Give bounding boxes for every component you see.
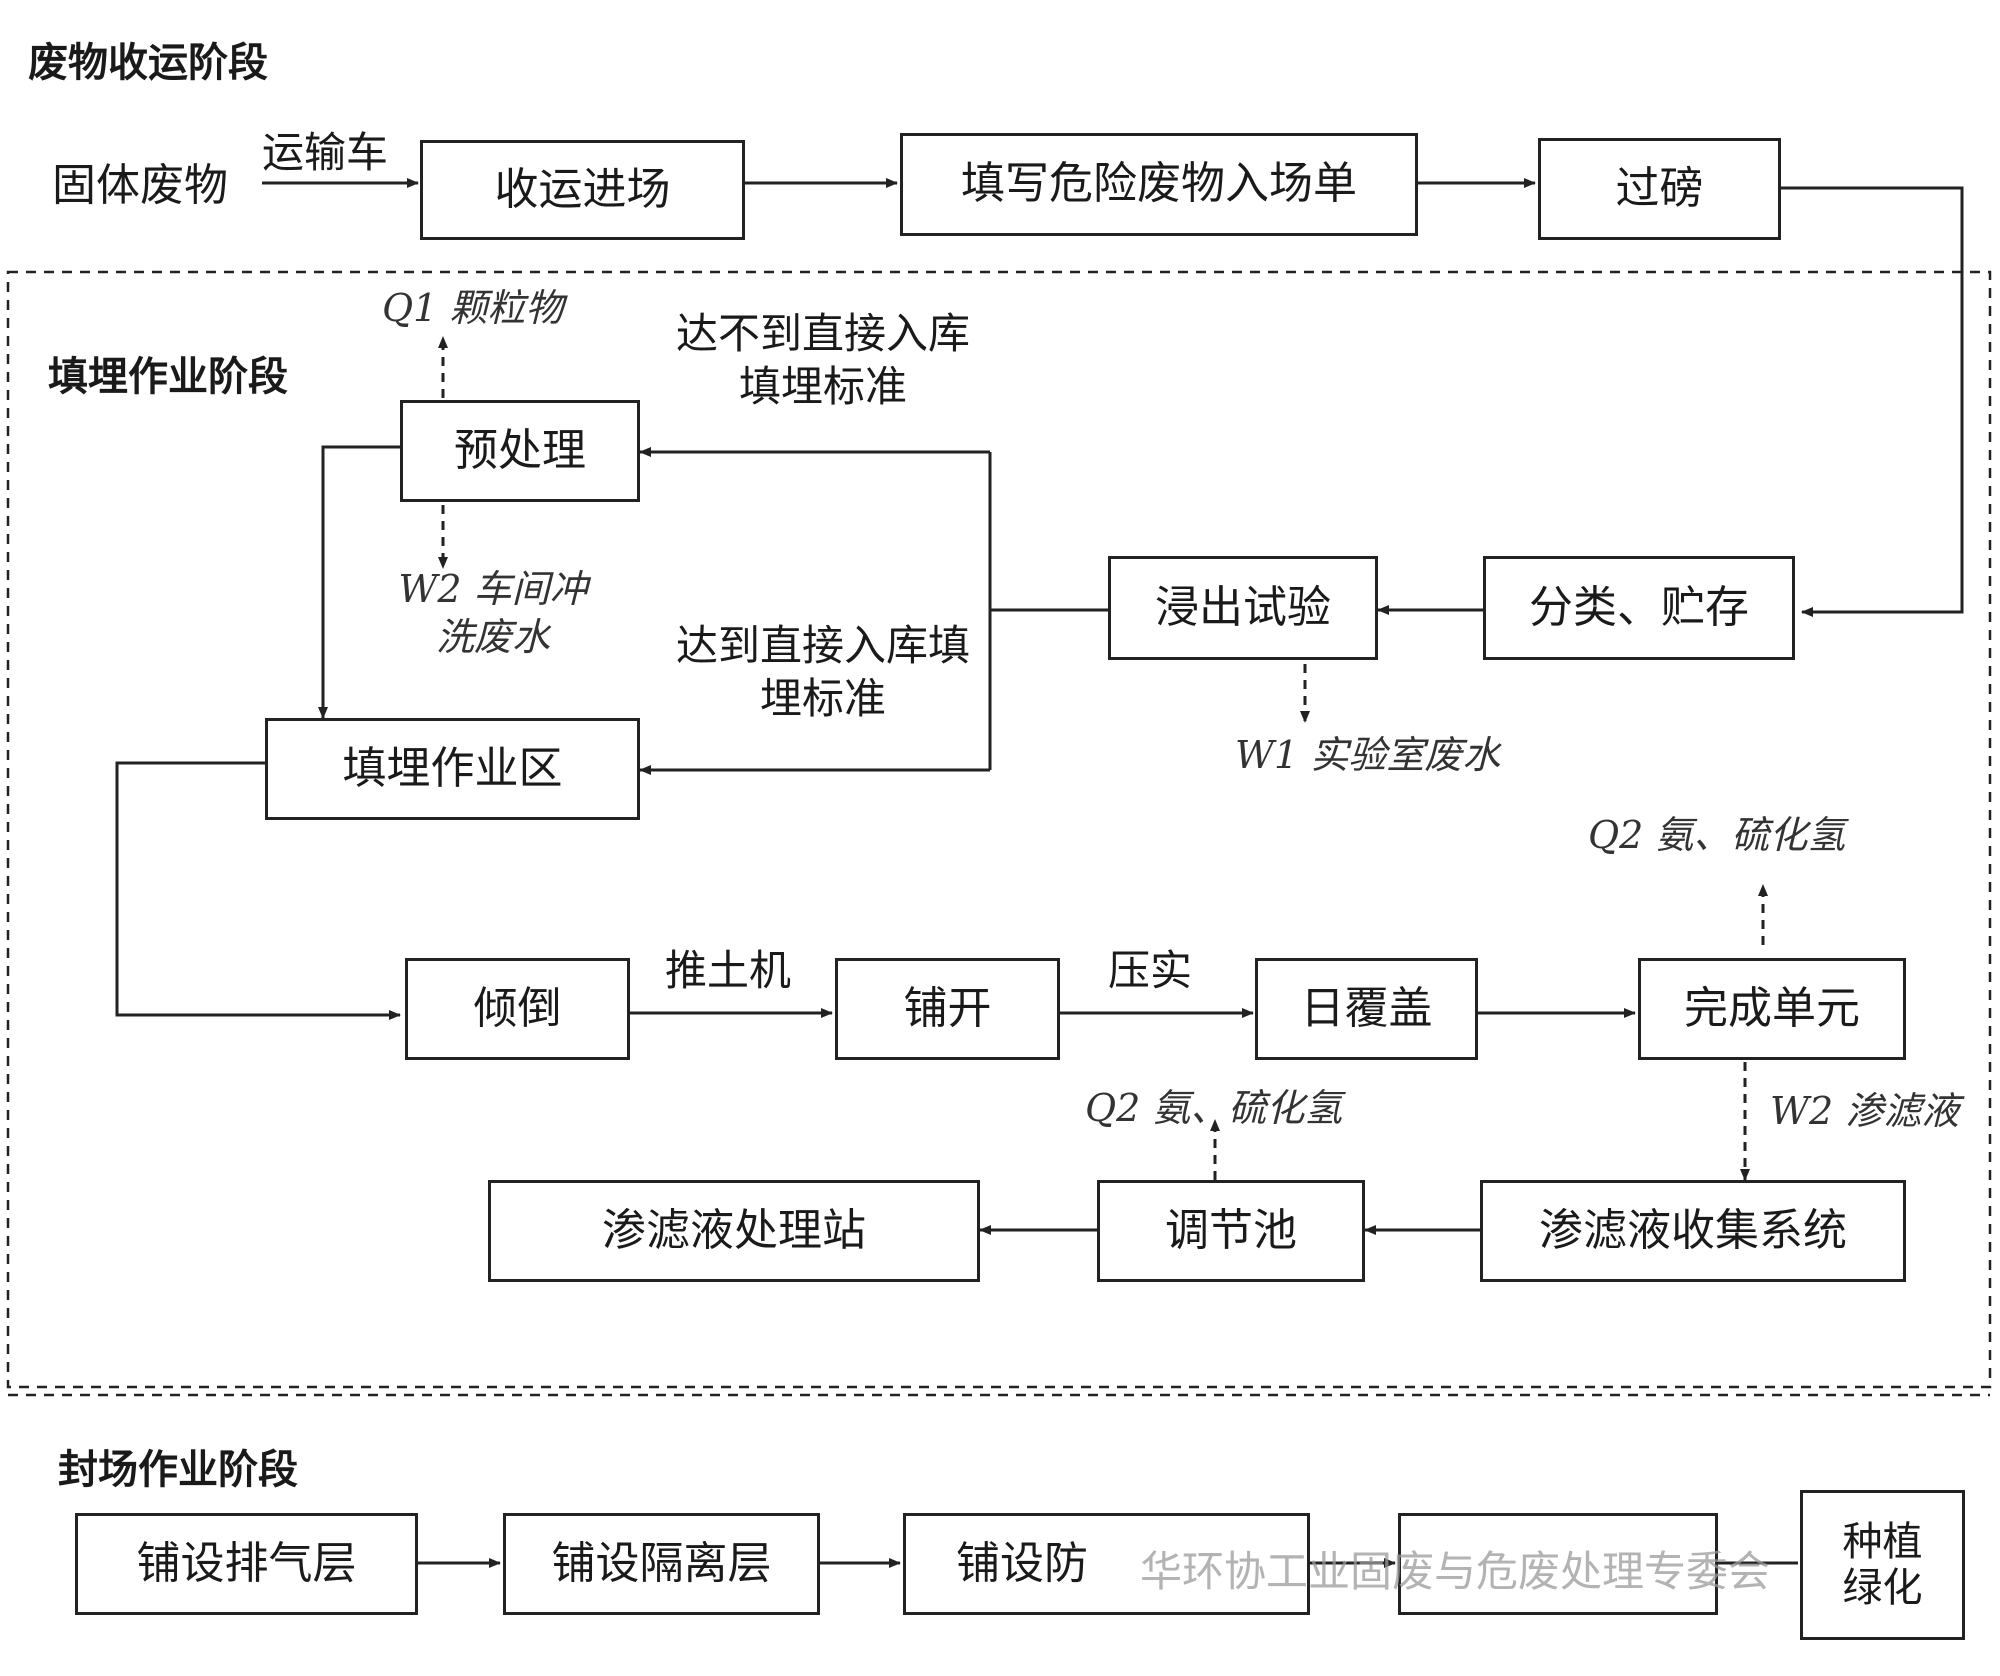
node-closure-hidden — [1398, 1513, 1718, 1615]
emission-q2-top: Q2 氨、硫化氢 — [1588, 813, 1846, 857]
emission-q1: Q1 颗粒物 — [382, 286, 564, 330]
node-daily-cover: 日覆盖 — [1255, 958, 1478, 1060]
stage-title-close: 封场作业阶段 — [58, 1447, 298, 1493]
watermark: 华环协工业固废与危废处理专委会 — [1140, 1547, 1771, 1596]
emission-q2-pool: Q2 氨、硫化氢 — [1085, 1086, 1343, 1130]
node-spread: 铺开 — [835, 958, 1060, 1060]
stage-title-landfill: 填埋作业阶段 — [48, 354, 288, 400]
edge-pretreat-landfill — [318, 445, 400, 719]
node-vent-layer: 铺设排气层 — [75, 1513, 418, 1615]
node-classify: 分类、贮存 — [1483, 556, 1795, 660]
edge-landfill-dump — [115, 761, 401, 1020]
node-collect-in: 收运进场 — [420, 140, 745, 240]
stage-title-collect: 废物收运阶段 — [28, 40, 268, 86]
node-weigh: 过磅 — [1538, 138, 1781, 240]
node-solid-waste: 固体废物 — [52, 160, 228, 211]
node-leachate-collect: 渗滤液收集系统 — [1480, 1180, 1906, 1282]
node-isolation-layer: 铺设隔离层 — [503, 1513, 820, 1615]
edge-label-truck: 运输车 — [262, 128, 389, 177]
node-complete-unit: 完成单元 — [1638, 958, 1906, 1060]
node-dump: 倾倒 — [405, 958, 630, 1060]
emission-w1-lab: W1 实验室废水 — [1235, 733, 1501, 777]
node-regulating-pool: 调节池 — [1097, 1180, 1365, 1282]
edge-label-meet-std: 达到直接入库填埋标准 — [675, 621, 970, 723]
edge-weigh-classify — [1781, 186, 1964, 617]
edge-label-compact: 压实 — [1108, 946, 1193, 995]
emission-w2-leachate: W2 渗滤液 — [1770, 1089, 1960, 1133]
node-pretreat: 预处理 — [400, 400, 640, 502]
node-landfill-area: 填埋作业区 — [265, 718, 640, 820]
edge-label-not-meet-std: 达不到直接入库填埋标准 — [675, 309, 970, 411]
emission-w2-wash: W2 车间冲洗废水 — [398, 567, 588, 659]
node-fill-form: 填写危险废物入场单 — [900, 133, 1418, 236]
node-planting: 种植绿化 — [1800, 1490, 1965, 1640]
edge-label-bulldozer: 推土机 — [665, 946, 792, 995]
node-leach-test: 浸出试验 — [1108, 556, 1378, 660]
landfill-stage-frame — [6, 270, 1992, 1389]
node-leachate-station: 渗滤液处理站 — [488, 1180, 980, 1282]
node-seep-layer: 铺设防 — [903, 1513, 1310, 1615]
